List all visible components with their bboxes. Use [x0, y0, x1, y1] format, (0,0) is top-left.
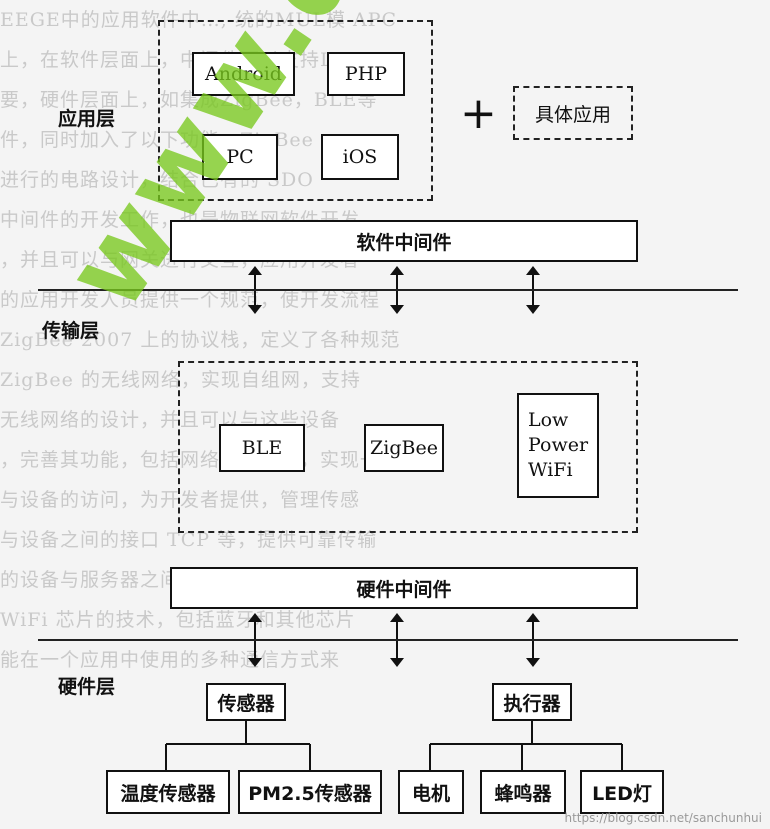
separator-line	[38, 639, 738, 641]
low-power-wifi-line: Power	[528, 434, 589, 456]
low-power-wifi-box: Low Power WiFi	[517, 393, 599, 498]
application-platforms-group	[158, 20, 433, 201]
bg-line: 的应用开发人员提供一个规范，使开发流程	[0, 289, 381, 311]
low-power-wifi-line: Low	[528, 409, 569, 431]
low-power-wifi-line: WiFi	[528, 459, 573, 481]
pm25-sensor-box: PM2.5传感器	[238, 770, 382, 814]
hardware-middleware-box: 硬件中间件	[170, 567, 638, 609]
bg-line: WiFi 芯片的技术，包括蓝牙和其他芯片	[0, 609, 356, 631]
bg-line: 与设备之间的接口 TCP 等，提供可靠传输	[0, 529, 378, 551]
ios-box: iOS	[321, 134, 399, 180]
temperature-sensor-box: 温度传感器	[106, 770, 230, 814]
specific-app-box: 具体应用	[513, 86, 633, 140]
zigbee-box: ZigBee	[364, 424, 444, 472]
actuator-box: 执行器	[492, 683, 572, 721]
buzzer-box: 蜂鸣器	[480, 770, 566, 814]
pc-box: PC	[202, 134, 278, 180]
sensor-box: 传感器	[206, 683, 286, 721]
bg-line: ZigBee 2007 上的协议栈，定义了各种规范	[0, 329, 401, 351]
separator-line	[38, 289, 738, 291]
php-box: PHP	[327, 52, 405, 96]
transport-layer-label: 传输层	[42, 320, 100, 342]
plus-sign: +	[460, 88, 497, 139]
transport-protocols-group	[178, 361, 638, 533]
ble-box: BLE	[219, 424, 305, 472]
led-box: LED灯	[580, 770, 664, 814]
application-layer-label: 应用层	[58, 108, 116, 130]
software-middleware-box: 软件中间件	[170, 220, 638, 262]
android-box: Android	[192, 52, 295, 96]
motor-box: 电机	[398, 770, 464, 814]
url-watermark: https://blog.csdn.net/sanchunhui	[564, 811, 762, 825]
hardware-layer-label: 硬件层	[58, 676, 116, 698]
